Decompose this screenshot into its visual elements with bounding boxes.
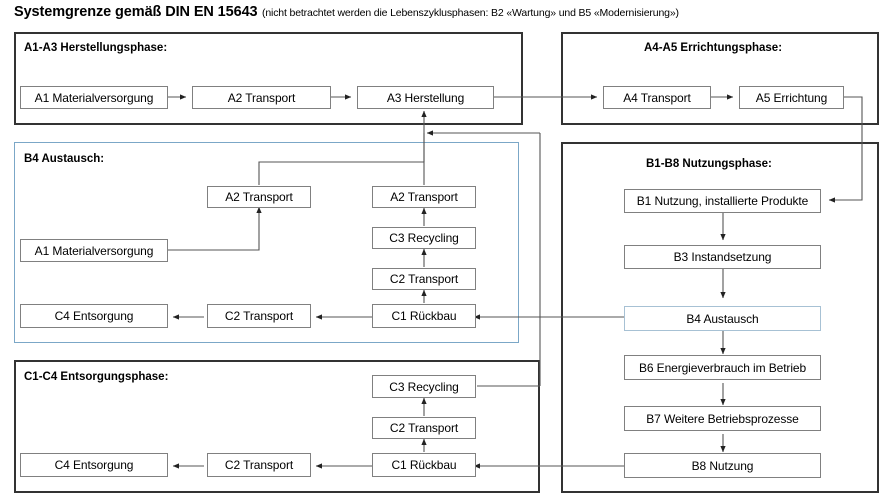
group-box-c1c4 — [14, 360, 540, 493]
node-b4-c2-transport-left[interactable]: C2 Transport — [207, 304, 311, 328]
group-box-a1a3 — [14, 32, 523, 125]
node-b4-c3-recycling[interactable]: C3 Recycling — [372, 227, 476, 249]
node-b6-energieverbrauch-im-betrieb[interactable]: B6 Energieverbrauch im Betrieb — [624, 355, 821, 380]
node-b4-a1-materialversorgung[interactable]: A1 Materialversorgung — [20, 239, 168, 262]
node-b1-nutzung-installierte-produkte[interactable]: B1 Nutzung, installierte Produkte — [624, 189, 821, 213]
node-a5-errichtung[interactable]: A5 Errichtung — [739, 86, 844, 109]
node-c-c4-entsorgung[interactable]: C4 Entsorgung — [20, 453, 168, 477]
node-b4-c4-entsorgung[interactable]: C4 Entsorgung — [20, 304, 168, 328]
diagram-title-main: Systemgrenze gemäß DIN EN 15643 — [14, 4, 258, 20]
node-b8-nutzung[interactable]: B8 Nutzung — [624, 453, 821, 478]
node-c-c2-transport-left[interactable]: C2 Transport — [207, 453, 311, 477]
node-a4-transport[interactable]: A4 Transport — [603, 86, 711, 109]
node-c-c2-transport-up[interactable]: C2 Transport — [372, 417, 476, 439]
edge-b4a2left-to-trunk — [258, 161, 424, 185]
node-a2-transport-herstellung[interactable]: A2 Transport — [192, 86, 331, 109]
node-b4-c1-rueckbau[interactable]: C1 Rückbau — [372, 304, 476, 328]
node-b4-a2-transport-right[interactable]: A2 Transport — [372, 186, 476, 208]
group-box-a4a5 — [561, 32, 879, 125]
node-b4-c2-transport-up[interactable]: C2 Transport — [372, 268, 476, 290]
group-label-a1a3: A1-A3 Herstellungsphase: — [24, 42, 168, 54]
group-box-b4-austausch — [14, 142, 519, 343]
node-c-c3-recycling[interactable]: C3 Recycling — [372, 375, 476, 398]
group-label-a4a5: A4-A5 Errichtungsphase: — [644, 42, 783, 54]
node-b3-instandsetzung[interactable]: B3 Instandsetzung — [624, 245, 821, 269]
node-a3-herstellung[interactable]: A3 Herstellung — [357, 86, 494, 109]
node-a1-materialversorgung[interactable]: A1 Materialversorgung — [20, 86, 168, 109]
node-c-c1-rueckbau[interactable]: C1 Rückbau — [372, 453, 476, 477]
edge-b4a1-to-a2left — [168, 206, 262, 251]
group-label-c1c4: C1-C4 Entsorgungsphase: — [24, 371, 169, 383]
edge-a5-to-b1 — [828, 96, 863, 203]
node-b4-a2-transport-left[interactable]: A2 Transport — [207, 186, 311, 208]
group-label-b1b8: B1-B8 Nutzungsphase: — [646, 158, 772, 170]
diagram-title-subtitle: (nicht betrachtet werden die Lebenszyklu… — [261, 7, 679, 19]
group-label-b4: B4 Austausch: — [24, 153, 105, 165]
node-b4-austausch[interactable]: B4 Austausch — [624, 306, 821, 331]
diagram-title: Systemgrenze gemäß DIN EN 15643 (nicht b… — [14, 3, 679, 21]
node-b7-weitere-betriebsprozesse[interactable]: B7 Weitere Betriebsprozesse — [624, 406, 821, 431]
